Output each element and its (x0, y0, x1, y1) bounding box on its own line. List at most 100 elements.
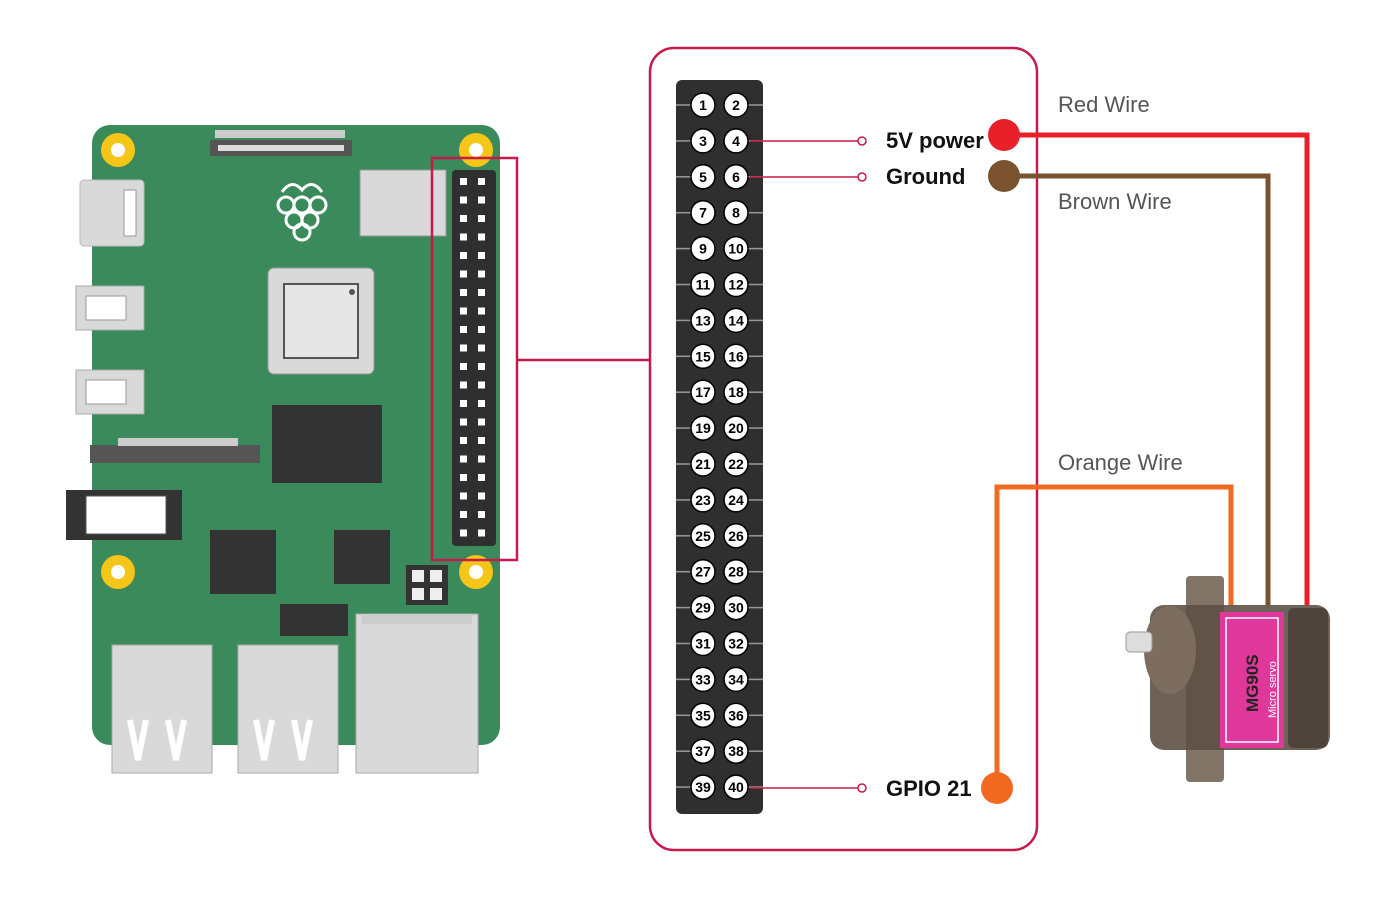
pin-13: 13 (676, 307, 716, 334)
board-header-pin (478, 492, 485, 500)
pin-24: 24 (723, 487, 763, 513)
pin-7: 7 (676, 199, 716, 226)
pin-34: 34 (723, 666, 763, 693)
pin-number: 33 (695, 671, 711, 687)
pin-number: 11 (696, 277, 711, 293)
pin-1: 1 (676, 92, 716, 118)
board-header-pin (460, 400, 467, 407)
brown-wire-label: Brown Wire (1058, 189, 1172, 214)
pin-11: 11 (676, 271, 716, 298)
pin-15: 15 (676, 343, 716, 370)
pin-number: 17 (695, 384, 711, 400)
board-header-pin (460, 511, 467, 518)
pin-31: 31 (676, 630, 716, 657)
pin-36: 36 (723, 702, 763, 729)
pin-40: 40 (723, 774, 763, 800)
pin-number: 12 (728, 277, 744, 293)
pin-number: 30 (728, 600, 744, 616)
pin-5: 5 (676, 164, 716, 190)
raspberry-pi-board (66, 125, 519, 774)
pin-header-strip (676, 80, 763, 814)
board-header-pin (478, 307, 485, 315)
red-wire-label: Red Wire (1058, 92, 1150, 117)
pin-14: 14 (723, 307, 763, 334)
board-header-pin (478, 437, 485, 444)
red-wire (1004, 132, 1310, 605)
board-header-pin (460, 270, 467, 278)
board-header-pin (460, 252, 467, 259)
red-wire-terminal (988, 119, 1020, 151)
pin-number: 3 (699, 133, 707, 149)
pin-number: 9 (699, 241, 707, 257)
pin-number: 37 (695, 743, 711, 759)
pin-number: 16 (728, 348, 744, 364)
pin-32: 32 (723, 630, 763, 657)
board-header-pin (478, 400, 485, 407)
servo-motor: MG90S Micro servo (1125, 576, 1330, 782)
pin-number: 18 (728, 384, 744, 400)
board-header-pin (478, 289, 485, 296)
pin-17: 17 (676, 379, 716, 405)
board-header-pin (460, 455, 467, 463)
board-header-pin (478, 381, 485, 389)
pin-12: 12 (723, 271, 763, 298)
pin-number: 28 (728, 564, 744, 580)
pin-number: 24 (728, 492, 744, 508)
board-header-pin (478, 196, 485, 204)
board-header-pin (460, 418, 467, 426)
pin-18: 18 (723, 379, 763, 405)
board-header-pin (478, 418, 485, 426)
pin-number: 26 (728, 528, 744, 544)
pin-number: 14 (728, 312, 744, 328)
raspberry-logo-icon (276, 183, 328, 242)
board-header-pin (460, 474, 467, 481)
pin-number: 38 (728, 743, 744, 759)
pin-20: 20 (723, 415, 763, 441)
brown-wire (1004, 173, 1271, 605)
callout-lines (750, 136, 867, 793)
pin-35: 35 (676, 702, 716, 729)
pin-39: 39 (676, 774, 716, 800)
board-header-pin (460, 381, 467, 389)
board-header-pin (478, 363, 485, 370)
callout-gpio21: GPIO 21 (886, 776, 972, 801)
board-header-pin (460, 492, 467, 500)
servo-subtitle-label: Micro servo (1267, 661, 1279, 718)
pin-10: 10 (723, 235, 763, 262)
pin-number: 20 (728, 420, 744, 436)
pin-number: 29 (695, 600, 711, 616)
pin-38: 38 (723, 738, 763, 764)
pin-number: 22 (728, 456, 744, 472)
pin-30: 30 (723, 594, 763, 621)
orange-wire-terminal (981, 772, 1013, 804)
orange-wire (994, 484, 1234, 788)
pin-21: 21 (676, 451, 716, 477)
brown-wire-terminal (988, 160, 1020, 192)
pin-number: 32 (728, 636, 744, 652)
board-header-pin (460, 529, 467, 537)
pin-number: 15 (695, 348, 711, 364)
board-header-pin (478, 178, 485, 185)
pin-22: 22 (723, 451, 763, 477)
pin-28: 28 (723, 558, 763, 585)
pin-number: 39 (695, 779, 711, 795)
pin-26: 26 (723, 523, 763, 549)
pin-number: 8 (732, 205, 740, 221)
board-header-pin (460, 307, 467, 315)
pin-number: 1 (699, 97, 707, 113)
callout-5v-power: 5V power (886, 128, 984, 153)
pin-2: 2 (723, 92, 763, 118)
pin-19: 19 (676, 415, 716, 441)
pin-3: 3 (676, 128, 716, 154)
pin-number: 36 (728, 707, 744, 723)
board-header-pin (460, 326, 467, 333)
board-header-pin (478, 529, 485, 537)
board-header-pin (460, 363, 467, 370)
board-header-pin (478, 511, 485, 518)
board-gpio-header (452, 170, 496, 546)
board-header-pin (478, 474, 485, 481)
board-header-pin (460, 289, 467, 296)
pin-8: 8 (723, 199, 763, 226)
pin-37: 37 (676, 738, 716, 764)
